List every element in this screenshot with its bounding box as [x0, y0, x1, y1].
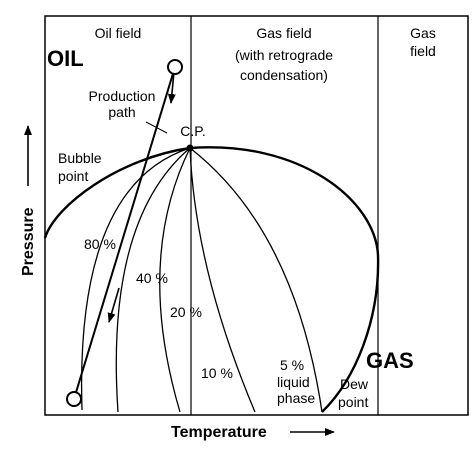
quality-line-5 [189, 147, 323, 413]
bubble-point-label-1: Bubble [58, 150, 102, 166]
liquid-pct-20: 20 % [170, 304, 202, 320]
gas-field2-label-2: field [410, 43, 436, 59]
oil-phase-label: OIL [47, 46, 84, 71]
liquid-pct-80: 80 % [84, 236, 116, 252]
production-path-line [73, 66, 176, 400]
production-path-leader [145, 121, 168, 134]
quality-line-10 [189, 147, 256, 413]
quality-line-20 [159, 147, 191, 413]
gas-field-label-1: Gas field [256, 25, 311, 41]
production-start-point [167, 59, 183, 75]
dew-point-curve [189, 146, 380, 413]
liquid-pct-10: 10 % [201, 365, 233, 381]
gas-phase-label: GAS [366, 348, 414, 373]
gas-field-label-2: (with retrograde [235, 47, 333, 63]
critical-point-label: C.P. [180, 123, 205, 139]
quality-line-80 [80, 147, 191, 411]
liquid-phase-label-2: phase [277, 390, 315, 406]
gas-field2-label-1: Gas [410, 25, 436, 41]
plot-frame [44, 15, 469, 416]
liquid-pct-40: 40 % [136, 270, 168, 286]
production-path-label-1: Production [89, 88, 156, 104]
liquid-phase-label-1: liquid [277, 374, 310, 390]
gas-field-label-3: condensation) [240, 67, 328, 83]
bubble-point-curve [43, 146, 191, 239]
dew-point-label-1: Dew [340, 376, 369, 392]
y-axis-label: Pressure [20, 207, 37, 276]
production-path-label-2: path [108, 104, 135, 120]
oil-field-label: Oil field [95, 25, 142, 41]
bubble-point-label-2: point [58, 168, 88, 184]
production-end-point [66, 391, 82, 407]
quality-line-40 [115, 147, 191, 413]
dew-point-label-2: point [338, 394, 368, 410]
critical-point-marker [186, 144, 194, 152]
production-path-arrow-bottom [107, 287, 120, 323]
liquid-pct-5: 5 % [280, 357, 304, 373]
production-path-arrow-top [167, 71, 176, 104]
x-axis-label: Temperature [171, 424, 267, 441]
